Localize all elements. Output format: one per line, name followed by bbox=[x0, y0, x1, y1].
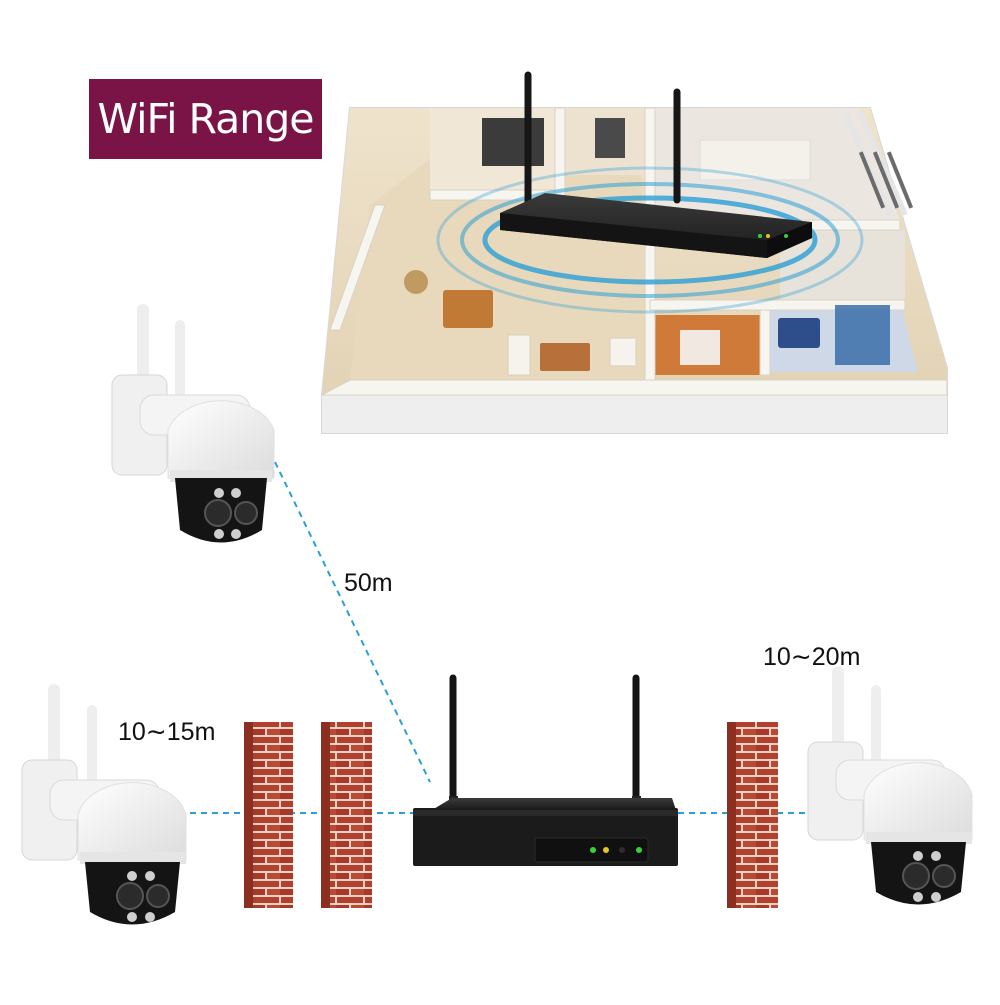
title-badge: WiFi Range bbox=[89, 79, 322, 159]
distance-label-right: 10∼20m bbox=[763, 643, 861, 671]
nvr-led-hdd bbox=[603, 847, 609, 853]
wifi-nvr-icon bbox=[500, 71, 812, 258]
brick-wall-icon bbox=[244, 722, 778, 908]
brick-wall-left-1 bbox=[244, 722, 293, 908]
brick-wall-right bbox=[727, 722, 778, 908]
camera-right bbox=[807, 666, 973, 905]
nvr-recorder bbox=[413, 674, 678, 866]
nvr-led-net bbox=[636, 847, 642, 853]
camera-left bbox=[21, 684, 187, 925]
wifi-signal-rings bbox=[436, 166, 864, 314]
distance-label-left: 10∼15m bbox=[118, 718, 216, 746]
floor-plan-icon bbox=[321, 107, 948, 434]
title-text: WiFi Range bbox=[97, 95, 314, 143]
brick-wall-left-2 bbox=[321, 722, 372, 908]
distance-label-top: 50m bbox=[344, 569, 393, 597]
nvr-led-power bbox=[590, 847, 596, 853]
link-line-top bbox=[274, 461, 431, 783]
ptz-camera-icon bbox=[21, 304, 973, 925]
camera-top bbox=[111, 304, 275, 543]
